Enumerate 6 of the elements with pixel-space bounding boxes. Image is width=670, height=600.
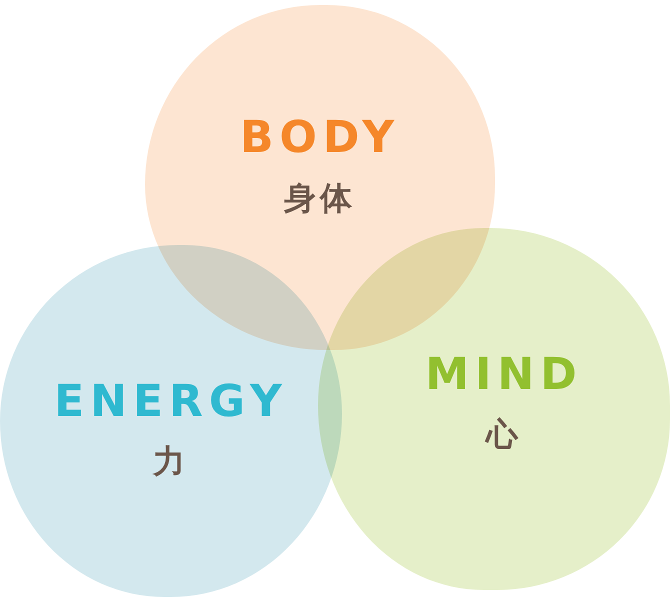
subtitle-text: 身体 xyxy=(284,178,356,219)
subtitle-text: 心 xyxy=(486,414,522,456)
subtitle-text: 力 xyxy=(152,441,189,482)
heading-text: ENERGY xyxy=(54,378,288,426)
heading-text: MIND xyxy=(425,350,583,400)
heading-text: BODY xyxy=(240,114,400,163)
